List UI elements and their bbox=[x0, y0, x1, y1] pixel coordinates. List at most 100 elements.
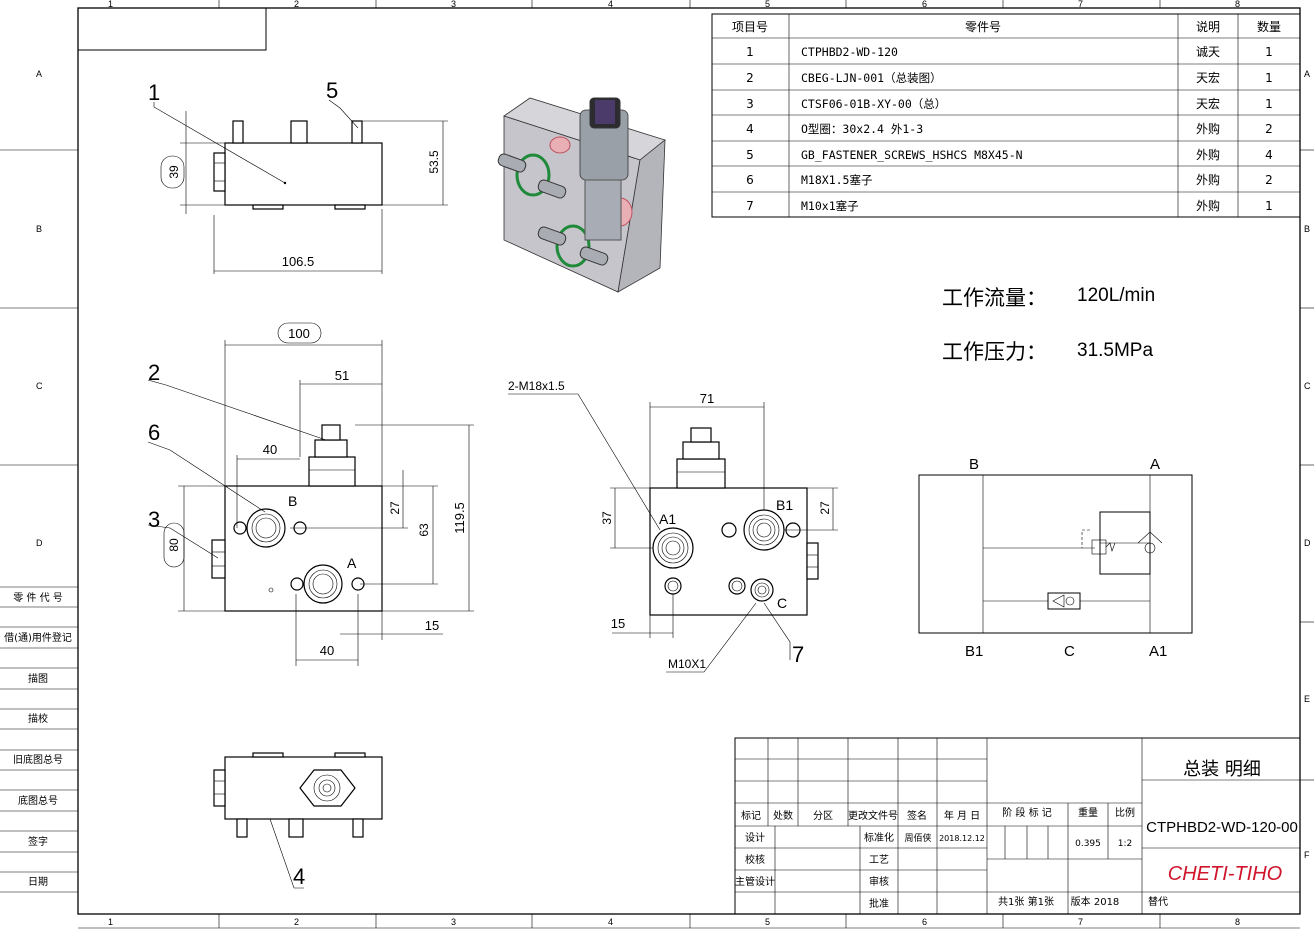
bottom-view: 4 bbox=[213, 752, 383, 889]
bom-cell-desc: 外购 bbox=[1196, 172, 1220, 187]
row-label: B bbox=[1304, 224, 1310, 234]
weight-value: 0.395 bbox=[1075, 839, 1101, 849]
bom-cell-part: M18X1.5塞子 bbox=[801, 173, 872, 187]
drawing-number: CTPHBD2-WD-120-00 bbox=[1146, 819, 1298, 836]
flow-label: 工作流量： bbox=[942, 286, 1047, 310]
col-label: 2 bbox=[294, 0, 299, 9]
bom-cell-no: 3 bbox=[746, 97, 754, 111]
isometric-view bbox=[497, 97, 666, 293]
bom-header: 项目号 bbox=[732, 20, 768, 34]
balloon-1: 1 bbox=[148, 80, 160, 105]
bom-cell-no: 5 bbox=[746, 148, 754, 162]
col-label: 3 bbox=[451, 0, 456, 9]
col-label: 4 bbox=[608, 0, 613, 9]
chief-label: 主管设计 bbox=[735, 875, 775, 888]
process-label: 工艺 bbox=[869, 854, 889, 866]
side-label: 描校 bbox=[28, 712, 48, 725]
std-label: 标准化 bbox=[864, 831, 894, 844]
col-label: 8 bbox=[1235, 917, 1240, 927]
hdr-change: 更改文件号 bbox=[848, 809, 898, 822]
dim-40b: 40 bbox=[320, 643, 334, 658]
bom-cell-qty: 4 bbox=[1265, 148, 1273, 162]
balloon-6: 6 bbox=[148, 420, 160, 445]
col-label: 5 bbox=[765, 917, 770, 927]
dim-100: 100 bbox=[288, 326, 310, 341]
bom-cell-qty: 1 bbox=[1265, 97, 1273, 111]
hydraulic-schematic: B A B1 C A1 bbox=[918, 456, 1193, 660]
std-name: 周佰侠 bbox=[904, 832, 931, 844]
schem-a: A bbox=[1150, 456, 1160, 473]
row-label: D bbox=[36, 538, 43, 548]
bom-cell-desc: 外购 bbox=[1196, 198, 1220, 213]
design-label: 设计 bbox=[745, 831, 765, 844]
hdr-weight: 重量 bbox=[1078, 806, 1098, 819]
bom-cell-desc: 外购 bbox=[1196, 121, 1220, 136]
balloon-7: 7 bbox=[792, 642, 804, 667]
dim-15b: 15 bbox=[611, 616, 625, 631]
hdr-date: 年 月 日 bbox=[944, 809, 980, 822]
port-b1: B1 bbox=[776, 497, 793, 513]
row-label: E bbox=[1304, 694, 1310, 704]
port-a1: A1 bbox=[659, 511, 676, 527]
review-label: 审核 bbox=[869, 875, 889, 888]
row-label: A bbox=[36, 69, 42, 79]
dim-39: 39 bbox=[167, 165, 181, 179]
side-label: 底图总号 bbox=[18, 794, 58, 807]
top-view: 1 5 39 106.5 53.5 bbox=[148, 78, 448, 274]
col-label: 4 bbox=[608, 917, 613, 927]
check-label: 校核 bbox=[745, 853, 765, 866]
specs: 工作流量： 120L/min 工作压力： 31.5MPa bbox=[942, 285, 1155, 364]
col-label: 1 bbox=[108, 917, 113, 927]
hdr-scale: 比例 bbox=[1115, 806, 1135, 819]
pressure-value: 31.5MPa bbox=[1077, 340, 1153, 361]
flow-value: 120L/min bbox=[1077, 285, 1155, 306]
dim-80: 80 bbox=[167, 538, 181, 552]
dim-27b: 27 bbox=[818, 501, 832, 515]
hdr-sign: 签名 bbox=[907, 809, 927, 822]
bom-cell-qty: 1 bbox=[1265, 45, 1273, 59]
hdr-zone: 分区 bbox=[813, 810, 833, 822]
dim-37: 37 bbox=[600, 511, 614, 525]
hdr-mark: 标记 bbox=[741, 810, 761, 822]
sheets: 共1张 第1张 bbox=[998, 895, 1054, 908]
row-label: A bbox=[1304, 69, 1310, 79]
bom-cell-qty: 2 bbox=[1265, 122, 1273, 136]
m10-note: M10X1 bbox=[668, 657, 706, 671]
schem-c: C bbox=[1064, 643, 1075, 660]
col-label: 2 bbox=[294, 917, 299, 927]
col-label: 1 bbox=[108, 0, 113, 9]
corner-box bbox=[77, 7, 267, 51]
schem-b1: B1 bbox=[965, 643, 983, 660]
dim-63: 63 bbox=[417, 523, 431, 537]
bom-cell-part: CTPHBD2-WD-120 bbox=[801, 45, 898, 59]
dim-106-5: 106.5 bbox=[282, 254, 315, 269]
bom-cell-desc: 外购 bbox=[1196, 147, 1220, 162]
schem-b: B bbox=[969, 456, 979, 473]
bom-cell-no: 4 bbox=[746, 122, 754, 136]
version: 版本 2018 bbox=[1071, 895, 1120, 908]
drawing-title: 总装 明细 bbox=[1183, 759, 1261, 780]
hdr-count: 处数 bbox=[773, 809, 793, 822]
bom-header: 说明 bbox=[1196, 19, 1220, 34]
bom-cell-qty: 1 bbox=[1265, 199, 1273, 213]
row-label: C bbox=[36, 381, 43, 391]
thread-note: 2-M18x1.5 bbox=[508, 379, 565, 393]
col-label: 6 bbox=[922, 917, 927, 927]
side-label: 旧底图总号 bbox=[13, 753, 63, 766]
dim-53-5: 53.5 bbox=[427, 150, 441, 174]
bom-cell-part: GB_FASTENER_SCREWS_HSHCS M8X45-N bbox=[801, 148, 1023, 162]
port-c: C bbox=[777, 595, 787, 611]
bom-cell-no: 2 bbox=[746, 71, 754, 85]
side-label: 描图 bbox=[28, 672, 48, 685]
row-label: B bbox=[36, 224, 42, 234]
dim-71: 71 bbox=[700, 391, 714, 406]
hdr-stage: 阶 段 标 记 bbox=[1002, 806, 1052, 819]
title-block: 标记 处数 分区 更改文件号 签名 年 月 日 阶 段 标 记 重量 比例 设计… bbox=[734, 737, 1301, 915]
bom-cell-part: CBEG-LJN-001（总装图） bbox=[801, 71, 942, 85]
balloon-3: 3 bbox=[148, 507, 160, 532]
port-a: A bbox=[347, 555, 357, 571]
balloon-2: 2 bbox=[148, 360, 160, 385]
